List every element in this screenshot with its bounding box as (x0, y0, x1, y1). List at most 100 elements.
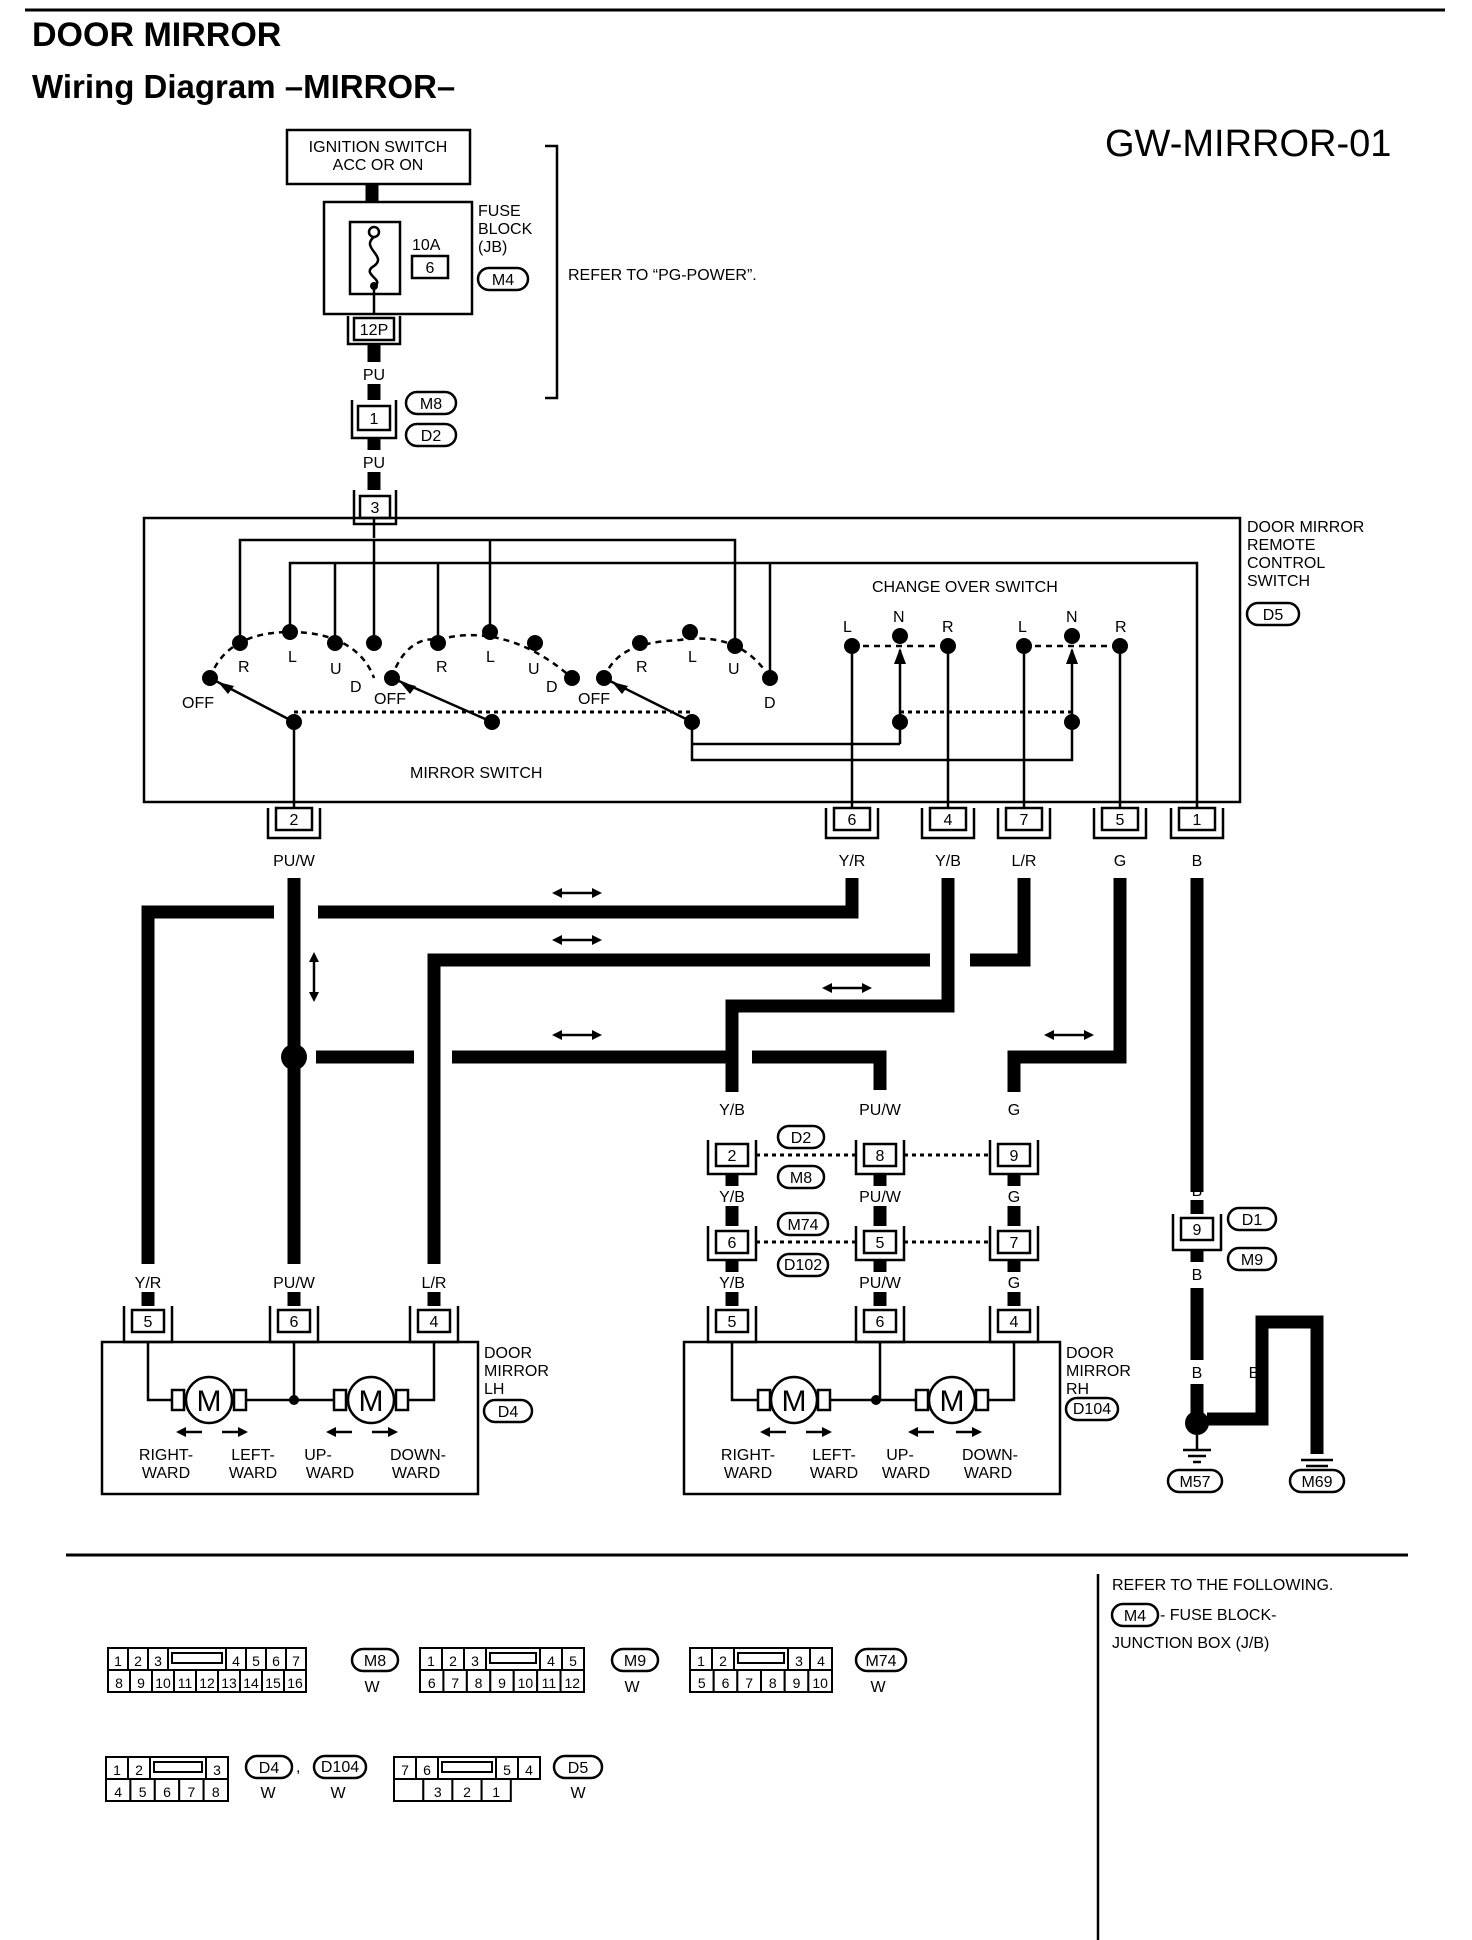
lh-motor1 (184, 1375, 234, 1425)
d5-pin-2: 2 (266, 806, 322, 840)
wire-label-pu-w-lh: PU/W (273, 1275, 316, 1292)
rh-rightward-2: WARD (724, 1465, 772, 1482)
rh-upward-2: WARD (882, 1465, 930, 1482)
svg-text:4: 4 (1010, 1314, 1019, 1331)
svg-text:9: 9 (1010, 1148, 1019, 1165)
terminal-12p (352, 316, 396, 342)
switch1-arc (208, 630, 376, 679)
face-m8-pin: 6 (272, 1653, 280, 1669)
co2-lever-arrow (1066, 648, 1078, 664)
face-m74-pin: 3 (795, 1653, 803, 1669)
m74-badge-label: M74 (787, 1217, 818, 1234)
face-d4-label: D4 (259, 1760, 280, 1777)
m8-badge (404, 390, 458, 416)
face-m8-pin: 15 (265, 1675, 281, 1691)
d102-badge-label: D102 (784, 1257, 822, 1274)
arrow-vertical (309, 952, 319, 1002)
co1-r-label: R (942, 619, 954, 636)
wire-label-pu-2: PU (363, 455, 385, 472)
switch2-arc (390, 633, 573, 679)
wire-label-y-b-3: Y/B (719, 1275, 745, 1292)
arrow-y-b (822, 983, 872, 993)
sw1-r-label: R (238, 659, 250, 676)
pu-w-splice (281, 1044, 307, 1070)
face-m74-label: M74 (865, 1653, 896, 1670)
face-m74-pin: 5 (698, 1675, 706, 1691)
lh-leftward-1: LEFT- (231, 1447, 275, 1464)
face-m74-latch (737, 1652, 785, 1664)
lh-label-3: LH (484, 1381, 504, 1398)
rh-label-1: DOOR (1066, 1345, 1114, 1362)
face-m74-pin: 2 (719, 1653, 727, 1669)
wire-label-pu-1: PU (363, 367, 385, 384)
rh-downward-1: DOWN- (962, 1447, 1018, 1464)
rh-motor1-cap-l (756, 1388, 772, 1412)
wire-label-g-3: G (1008, 1275, 1020, 1292)
face-m74-pin: 4 (817, 1653, 825, 1669)
sw2-d-contact (564, 670, 580, 686)
arrow-l-r (552, 935, 602, 945)
face-m9-pin: 9 (498, 1675, 506, 1691)
switch3-arc (602, 637, 772, 679)
rh-leftward-2: WARD (810, 1465, 858, 1482)
face-d4-pin: 8 (212, 1784, 220, 1800)
wire-label-g-top: G (1114, 853, 1126, 870)
pin-1-m8-label: 1 (370, 411, 379, 428)
rh-motor1 (769, 1375, 819, 1425)
wire-label-pu-w-3: PU/W (859, 1275, 902, 1292)
face-m74-pin: 6 (722, 1675, 730, 1691)
d1-badge (1226, 1206, 1278, 1232)
wire-label-y-b-1: Y/B (719, 1102, 745, 1119)
svg-text:9: 9 (1193, 1222, 1202, 1239)
face-d4-pin: 5 (139, 1784, 147, 1800)
face-m74-pin: 9 (793, 1675, 801, 1691)
wire-label-b-top: B (1192, 853, 1203, 870)
sw3-r-contact (632, 635, 648, 651)
rh-motor1-lead-a (730, 1342, 762, 1402)
sw3-l-label: L (688, 649, 697, 666)
face-m9-pin: 5 (569, 1653, 577, 1669)
sw2-off-label: OFF (374, 691, 406, 708)
face-m8-label: M8 (364, 1653, 386, 1670)
sw2-l-label: L (486, 649, 495, 666)
remote-switch-label-2: REMOTE (1247, 537, 1315, 554)
co2-n-contact (1064, 628, 1080, 644)
face-d5-label: D5 (568, 1760, 589, 1777)
sw1-u-label: U (330, 661, 342, 678)
fuse-number-box (410, 254, 450, 280)
sw3-d-label: D (764, 695, 776, 712)
sw3-off-label: OFF (578, 691, 610, 708)
d5-pin-4: 4 (920, 806, 976, 840)
wire-label-g-2: G (1008, 1189, 1020, 1206)
sw3-d-contact (762, 670, 778, 686)
m4-label: M4 (492, 272, 514, 289)
rh-label-2: MIRROR (1066, 1363, 1131, 1380)
sw2-u-contact (527, 635, 543, 651)
face-m9-pin: 2 (449, 1653, 457, 1669)
change-over-label: CHANGE OVER SWITCH (872, 579, 1058, 596)
d5-badge (1245, 601, 1301, 627)
m8-badge-rh-label: M8 (790, 1170, 812, 1187)
face-m8-pin: 9 (137, 1675, 145, 1691)
face-d5-pin: 5 (503, 1762, 511, 1778)
rh-upward-1: UP- (886, 1447, 914, 1464)
ground-m57-icon (1183, 1448, 1211, 1464)
face-m8-pin: 14 (243, 1675, 259, 1691)
co1-n-label: N (893, 609, 905, 626)
sw1-d-label: D (350, 679, 362, 696)
face-m9-color: W (624, 1679, 640, 1696)
lh-motor2-cap-l (332, 1388, 348, 1412)
d4-pin-6: 6 (268, 1306, 320, 1344)
svg-text:1: 1 (1193, 812, 1202, 829)
sw2-d-label: D (546, 679, 558, 696)
sw3-u-contact (727, 638, 743, 654)
face-m9-label: M9 (624, 1653, 646, 1670)
m8-badge-rh (776, 1164, 826, 1190)
svg-text:5: 5 (144, 1314, 153, 1331)
rh-motor1-cap-r (816, 1388, 832, 1412)
face-m9-cell (559, 1669, 585, 1693)
svg-text:4: 4 (944, 812, 953, 829)
lh-rightward-1: RIGHT- (139, 1447, 193, 1464)
co1-common (892, 714, 908, 730)
